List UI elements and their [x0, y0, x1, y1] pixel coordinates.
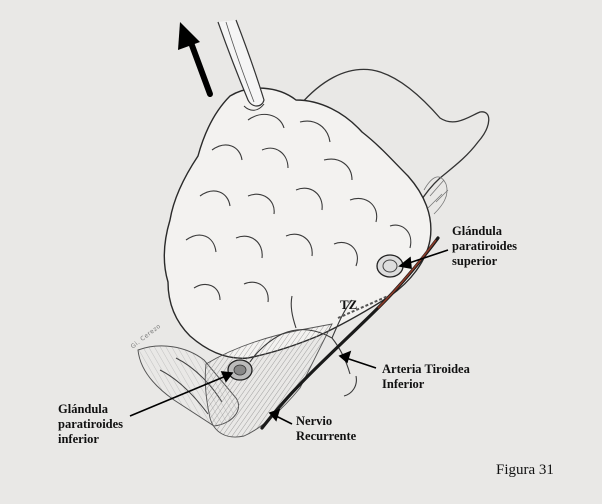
inferior-parathyroid-gland: [228, 360, 252, 380]
tz-label: TZ: [340, 297, 357, 313]
figure-caption: Figura 31: [496, 462, 554, 479]
traction-arrow-icon: [178, 22, 210, 94]
label-inferior-parathyroid: Glándula paratiroides inferior: [58, 402, 123, 447]
label-superior-parathyroid: Glándula paratiroides superior: [452, 224, 517, 269]
thyroid-lobe: [164, 88, 431, 358]
label-recurrent-nerve: Nervio Recurrente: [296, 414, 356, 444]
label-inferior-thyroid-artery: Arteria Tiroidea Inferior: [382, 362, 470, 392]
